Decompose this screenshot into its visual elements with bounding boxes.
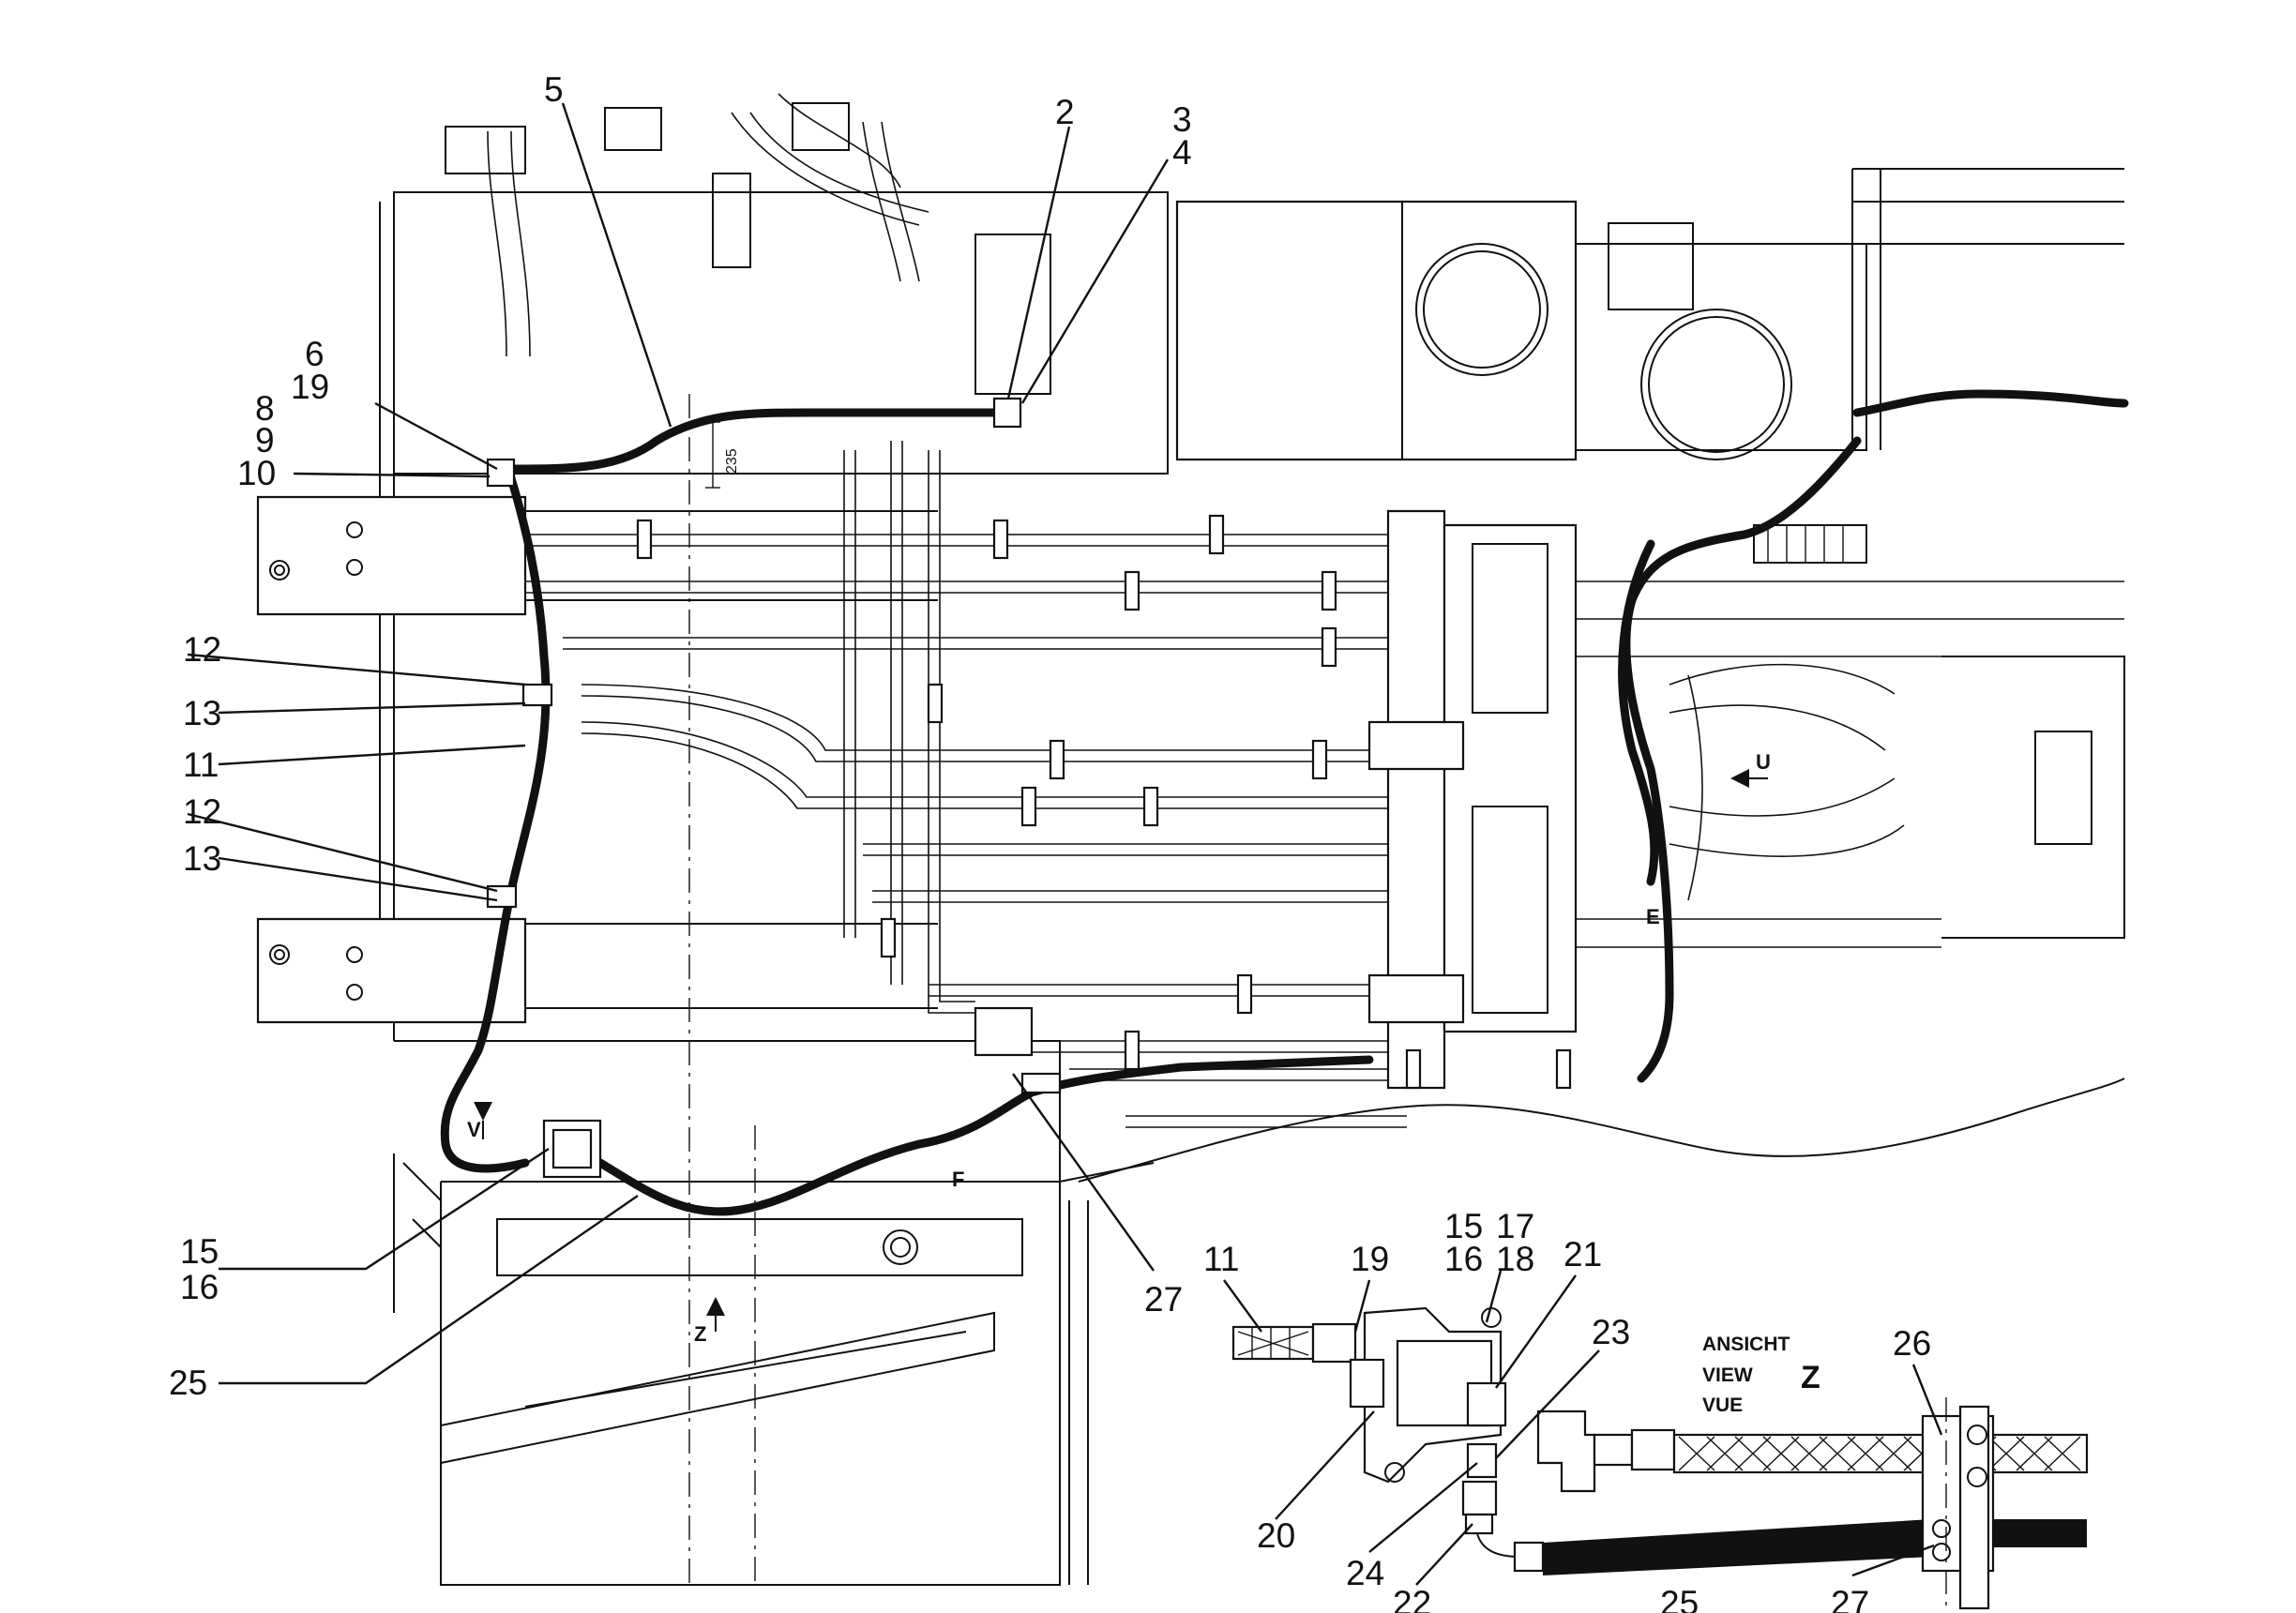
callout-13-upper: 13 [183, 694, 221, 732]
callout-11: 11 [183, 746, 219, 784]
machine-outline [256, 168, 2125, 1586]
detail-callout-11: 11 [1203, 1240, 1239, 1278]
callout-19: 19 [291, 368, 329, 406]
callout-12-upper: 12 [183, 630, 221, 669]
detail-callout-17: 17 [1496, 1207, 1534, 1245]
view-label-ansicht: ANSICHT [1702, 1334, 1790, 1355]
detail-callout-22: 22 [1393, 1584, 1431, 1613]
dimension-235: 235 [724, 448, 740, 474]
callout-leaders [187, 102, 1170, 1385]
callout-15: 15 [180, 1232, 219, 1271]
marker-z: Z [694, 1322, 706, 1346]
callout-labels: 5 2 3 4 6 19 8 9 10 12 13 11 12 13 15 16… [169, 70, 1192, 1402]
detail-callout-21: 21 [1563, 1235, 1602, 1274]
callout-2: 2 [1055, 93, 1075, 131]
detail-callout-27: 27 [1831, 1584, 1869, 1613]
detail-callout-15: 15 [1444, 1207, 1483, 1245]
heavy-hoses [440, 389, 2129, 1216]
marker-v: V [467, 1118, 481, 1141]
hose-5 [506, 408, 1008, 474]
callout-10: 10 [237, 454, 276, 492]
callout-9: 9 [255, 421, 275, 460]
callout-25: 25 [169, 1364, 207, 1402]
clamps-fittings [486, 397, 1572, 1179]
view-label-view: VIEW [1702, 1364, 1753, 1386]
detail-callout-labels: 11 19 15 16 17 18 21 23 20 24 22 25 26 2… [1203, 1207, 1931, 1613]
view-label-z: Z [1801, 1360, 1820, 1395]
hose-right-vertical-2 [1618, 539, 1659, 886]
detail-callout-19: 19 [1351, 1240, 1389, 1278]
callout-13-lower: 13 [183, 839, 221, 878]
detail-callout-24: 24 [1346, 1554, 1384, 1592]
view-label: ANSICHT VIEW VUE Z [1702, 1334, 1820, 1416]
detail-callout-18: 18 [1496, 1240, 1534, 1278]
view-label-vue: VUE [1702, 1394, 1743, 1416]
callout-12-lower: 12 [183, 792, 221, 831]
callout-8: 8 [255, 389, 275, 428]
callout-5: 5 [544, 70, 564, 109]
hose-25 [596, 1055, 1374, 1216]
detail-leaders [1223, 1270, 1943, 1586]
detail-callout-26: 26 [1893, 1324, 1931, 1363]
hose-right-top [1852, 389, 2129, 417]
callout-4: 4 [1172, 133, 1192, 172]
callout-16: 16 [180, 1268, 219, 1306]
marker-u: U [1756, 750, 1771, 774]
hose-11 [440, 474, 551, 1173]
marker-e: E [1646, 905, 1660, 928]
detail-inset [1231, 1306, 2089, 1610]
callout-6: 6 [305, 335, 325, 373]
callout-3: 3 [1172, 100, 1192, 139]
direction-markers: V Z U E F 235 [467, 448, 1771, 1346]
callout-27: 27 [1144, 1280, 1183, 1319]
detail-callout-23: 23 [1592, 1313, 1630, 1351]
detail-callout-25: 25 [1660, 1584, 1699, 1613]
pipe-bundles [445, 93, 2124, 1128]
detail-callout-20: 20 [1257, 1516, 1295, 1555]
detail-callout-16: 16 [1444, 1240, 1483, 1278]
marker-f: F [952, 1168, 964, 1191]
hose-right-vertical [1622, 436, 1862, 1083]
